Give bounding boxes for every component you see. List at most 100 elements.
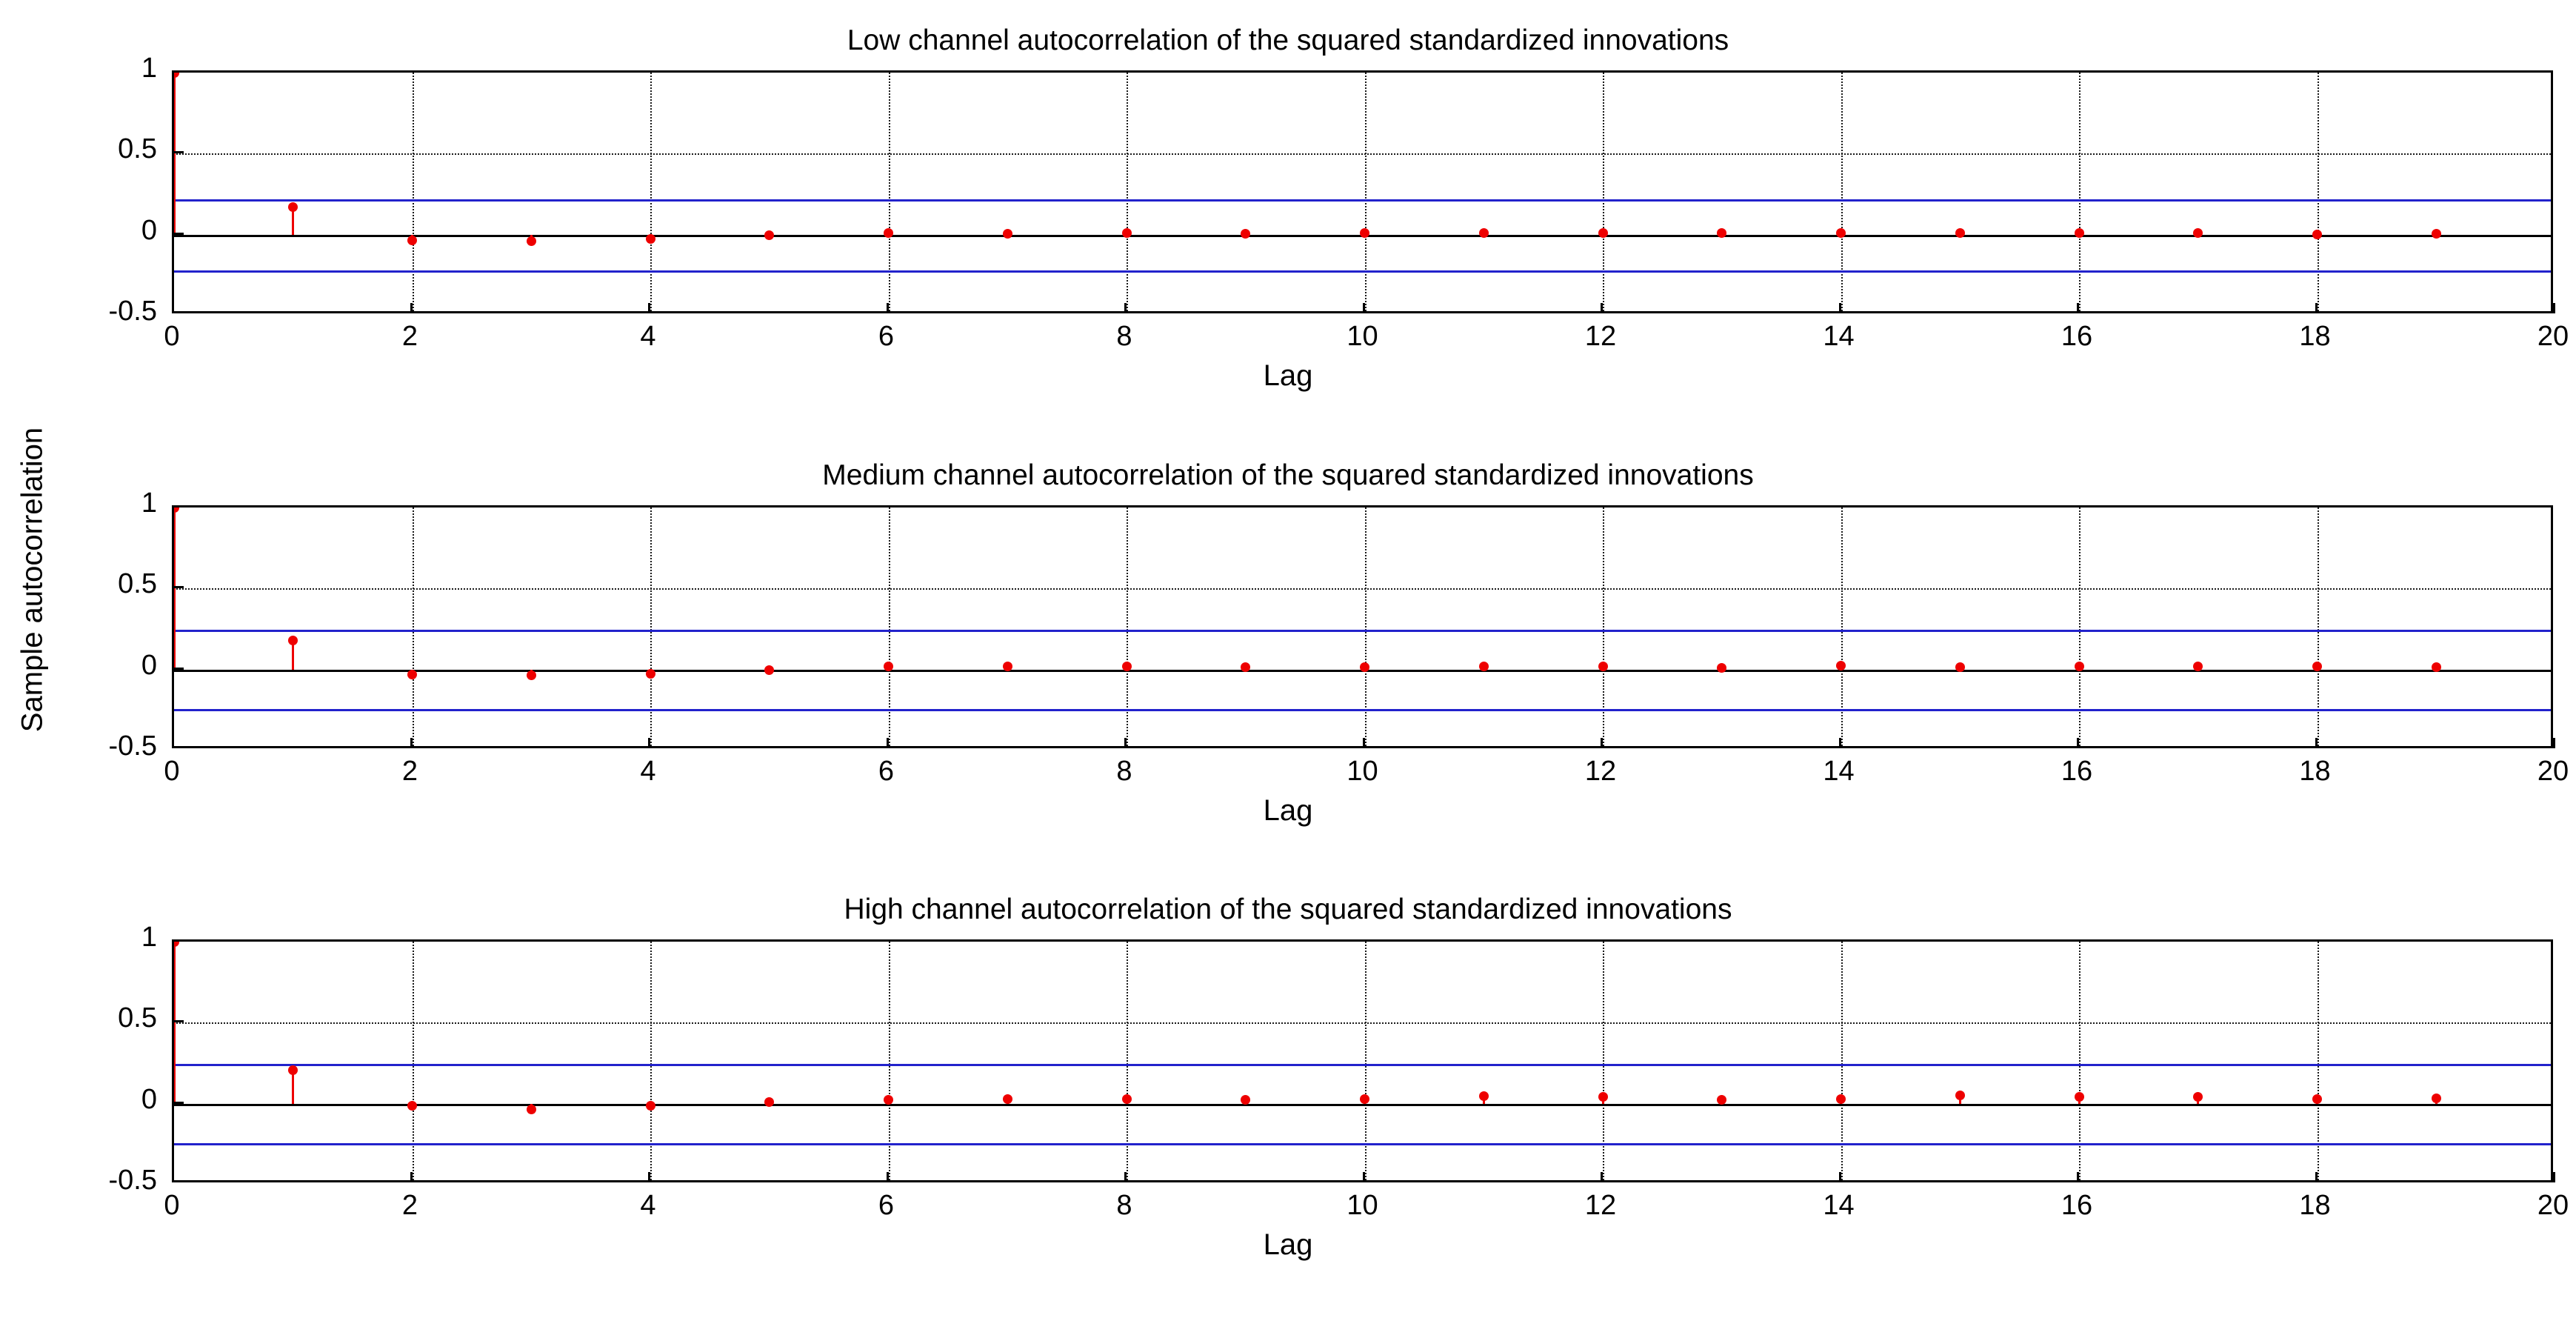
data-point-marker [2550,662,2551,672]
vertical-gridline [1127,942,1128,1180]
stem-line [174,73,176,235]
data-point-marker [1360,662,1369,672]
y-tick-label: 0.5 [118,568,157,600]
data-point-marker [884,661,893,671]
vertical-gridline [2079,942,2081,1180]
stem-line [174,507,176,670]
data-point-marker [2312,1094,2322,1104]
plot-area [174,507,2551,746]
data-point-marker [1598,662,1608,672]
x-tick-label: 6 [878,1190,895,1221]
data-point-marker [1241,662,1251,672]
x-tick-mark [1124,303,1127,313]
data-point-marker [1360,228,1369,239]
data-point-marker [1598,228,1608,239]
vertical-gridline [650,507,652,746]
vertical-gridline [2079,507,2081,746]
stem-line [292,207,295,235]
y-tick-label: -0.5 [108,296,157,327]
data-point-marker [1241,1095,1251,1105]
data-point-marker [1955,662,1965,672]
x-tick-mark [648,738,650,748]
x-tick-mark [410,1172,413,1182]
vertical-gridline [888,73,890,311]
horizontal-gridline [174,588,2551,590]
x-tick-mark [2315,1172,2318,1182]
x-tick-label: 8 [1116,756,1132,787]
plot-area [174,73,2551,311]
x-tick-mark [2553,1172,2555,1182]
x-tick-label: 4 [640,1190,656,1221]
data-point-marker [645,1100,655,1111]
data-point-marker [764,665,775,676]
x-tick-label: 14 [1823,321,1855,352]
x-tick-mark [410,738,413,748]
x-tick-mark [1124,1172,1127,1182]
data-point-marker [884,1094,893,1105]
x-tick-mark [1838,738,1841,748]
y-tick-label: 1 [141,922,157,953]
x-tick-mark [172,303,174,313]
x-tick-label: 2 [401,756,418,787]
data-point-marker [2550,228,2551,239]
x-tick-mark [410,303,413,313]
x-tick-label: 14 [1823,1190,1855,1221]
x-tick-mark [886,303,889,313]
data-point-marker [2312,662,2322,672]
x-tick-mark [886,1172,889,1182]
x-tick-mark [2553,303,2555,313]
y-tick-label: 0 [141,649,157,681]
lower-confidence-bound [174,1143,2551,1146]
vertical-gridline [2079,73,2081,311]
vertical-gridline [2317,73,2319,311]
data-point-marker [2431,1093,2441,1103]
x-tick-label: 8 [1116,1190,1132,1221]
x-tick-mark [648,303,650,313]
x-tick-mark [1601,303,1603,313]
x-tick-mark [2315,303,2318,313]
x-tick-label: 20 [2537,1190,2569,1221]
data-point-marker [1955,227,1965,238]
subplot-title: High channel autocorrelation of the squa… [844,893,1732,925]
data-point-marker [174,507,179,513]
data-point-marker [1836,1094,1846,1105]
y-tick-mark [172,1020,184,1023]
data-point-marker [526,1104,536,1114]
x-tick-mark [2315,738,2318,748]
upper-confidence-bound [174,630,2551,633]
vertical-gridline [412,73,414,311]
upper-confidence-bound [174,199,2551,202]
data-point-marker [645,233,655,244]
x-tick-label: 0 [164,1190,180,1221]
x-tick-label: 20 [2537,756,2569,787]
data-point-marker [174,73,179,78]
x-tick-label: 10 [1347,756,1378,787]
data-point-marker [764,1097,775,1108]
plot-axes [172,505,2553,748]
x-tick-label: 16 [2061,321,2093,352]
stem-line [292,1070,295,1104]
x-tick-mark [886,738,889,748]
x-tick-mark [1124,738,1127,748]
data-point-marker [174,942,179,947]
x-tick-mark [1362,1172,1365,1182]
y-tick-label: 1 [141,53,157,84]
x-tick-label: 20 [2537,321,2569,352]
vertical-gridline [650,73,652,311]
y-tick-label: 0 [141,1083,157,1115]
vertical-gridline [1603,942,1604,1180]
data-point-marker [1598,1092,1608,1102]
stem-line [292,640,295,670]
x-tick-mark [172,1172,174,1182]
vertical-gridline [650,942,652,1180]
x-axis-label: Lag [1263,794,1313,827]
data-point-marker [1241,229,1251,239]
data-point-marker [288,1065,298,1076]
x-tick-mark [2077,738,2079,748]
vertical-gridline [1841,73,1843,311]
data-point-marker [407,1101,417,1111]
data-point-marker [1478,1091,1489,1101]
x-tick-label: 2 [401,321,418,352]
data-point-marker [1121,227,1132,238]
vertical-gridline [1127,507,1128,746]
